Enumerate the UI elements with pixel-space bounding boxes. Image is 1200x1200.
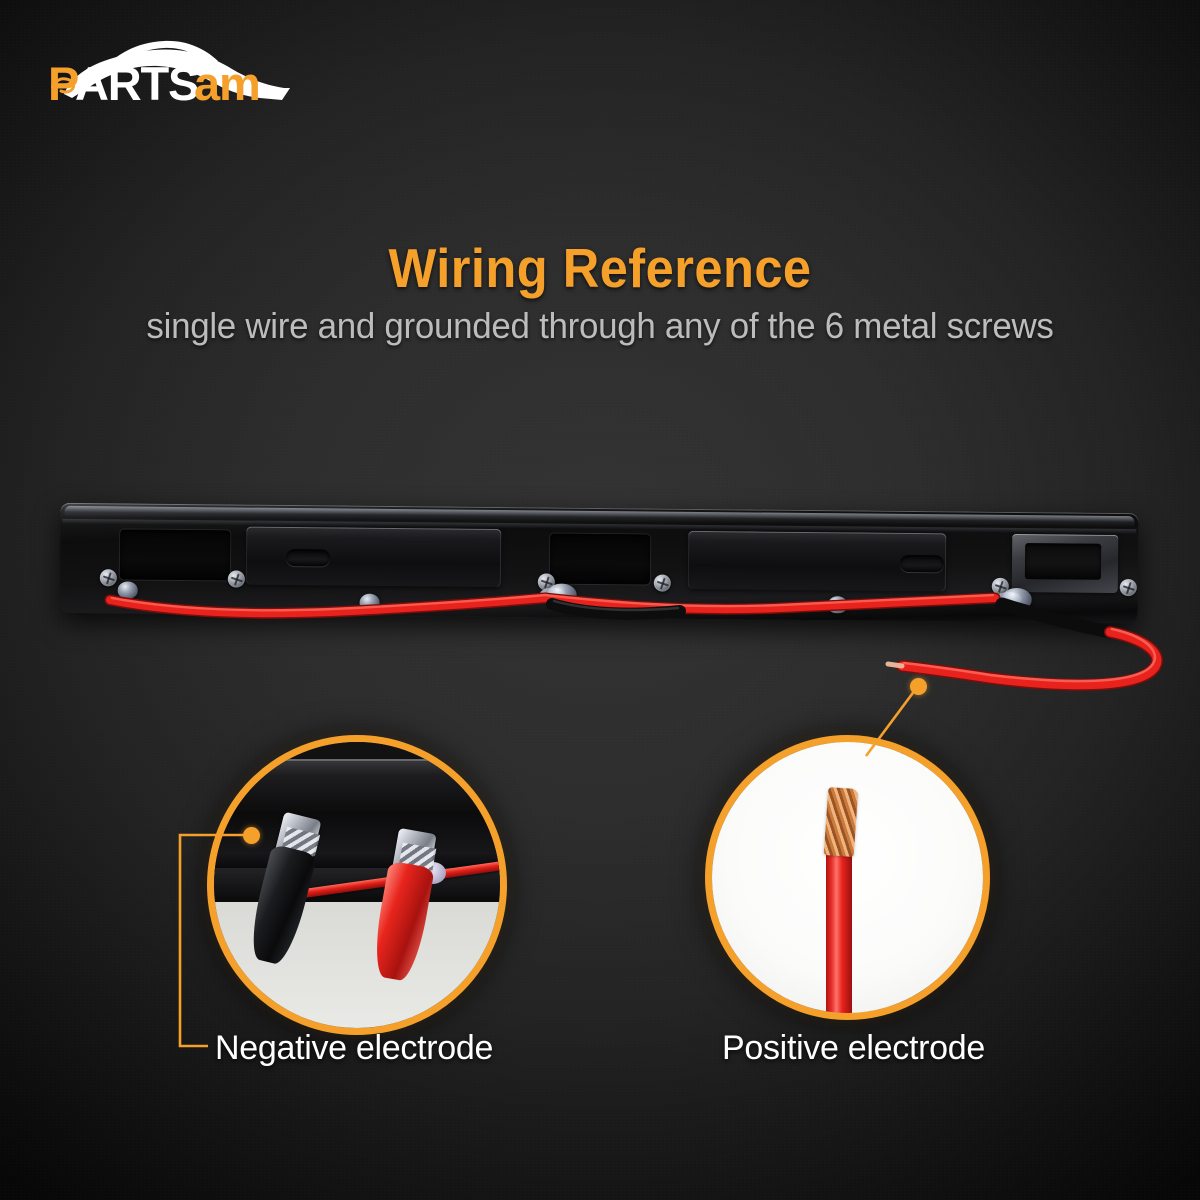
- metal-screw: [653, 574, 671, 592]
- wire-stripped-tip: [885, 661, 905, 669]
- callout-negative-electrode: [207, 735, 507, 1035]
- label-negative-electrode: Negative electrode: [215, 1029, 494, 1067]
- product-photo: [40, 480, 1170, 710]
- metal-screw: [99, 569, 117, 587]
- light-bar-body: [59, 502, 1139, 624]
- led-bulb: [1001, 587, 1032, 611]
- red-lead-main: [897, 627, 1162, 690]
- mounting-slot: [285, 548, 331, 567]
- logo-graphic: [64, 40, 290, 100]
- bar-metal-plate: [1011, 533, 1119, 593]
- led-bulb: [827, 596, 848, 614]
- label-positive-electrode: Positive electrode: [722, 1029, 985, 1067]
- page-title: Wiring Reference: [388, 237, 812, 299]
- bar-window: [119, 529, 231, 581]
- led-light-bar: [59, 502, 1139, 624]
- photo-copper-strands: [824, 787, 859, 857]
- brand-logo: P ARTS am: [46, 28, 296, 114]
- red-lead-highlight: [902, 627, 1157, 683]
- logo-letters-arts: ARTS: [75, 57, 199, 110]
- red-lead-shadow: [896, 626, 1163, 691]
- connector-dot-positive: [910, 678, 927, 695]
- plate-window: [1024, 543, 1102, 581]
- mounting-slot: [899, 554, 945, 573]
- connector-dot-negative: [243, 827, 260, 844]
- led-bulb: [546, 583, 577, 606]
- metal-screw: [227, 570, 245, 588]
- page-subtitle: single wire and grounded through any of …: [146, 305, 1054, 346]
- photo-red-wire-insulation: [826, 850, 853, 1013]
- photo-light-bar: [214, 759, 500, 874]
- logo-p-loop-icon: [51, 77, 76, 94]
- car-silhouette-icon: [64, 40, 290, 100]
- bar-stamped-pad: [245, 526, 502, 588]
- logo-letters-am: am: [194, 57, 261, 110]
- metal-screw: [1119, 579, 1137, 597]
- photo-alligator-clips: [214, 742, 500, 1028]
- callout-positive-electrode: [705, 735, 990, 1020]
- photo-stripped-wire: [712, 742, 983, 1013]
- bar-window: [549, 533, 651, 585]
- led-bulb: [359, 593, 380, 611]
- led-bulb: [117, 581, 138, 599]
